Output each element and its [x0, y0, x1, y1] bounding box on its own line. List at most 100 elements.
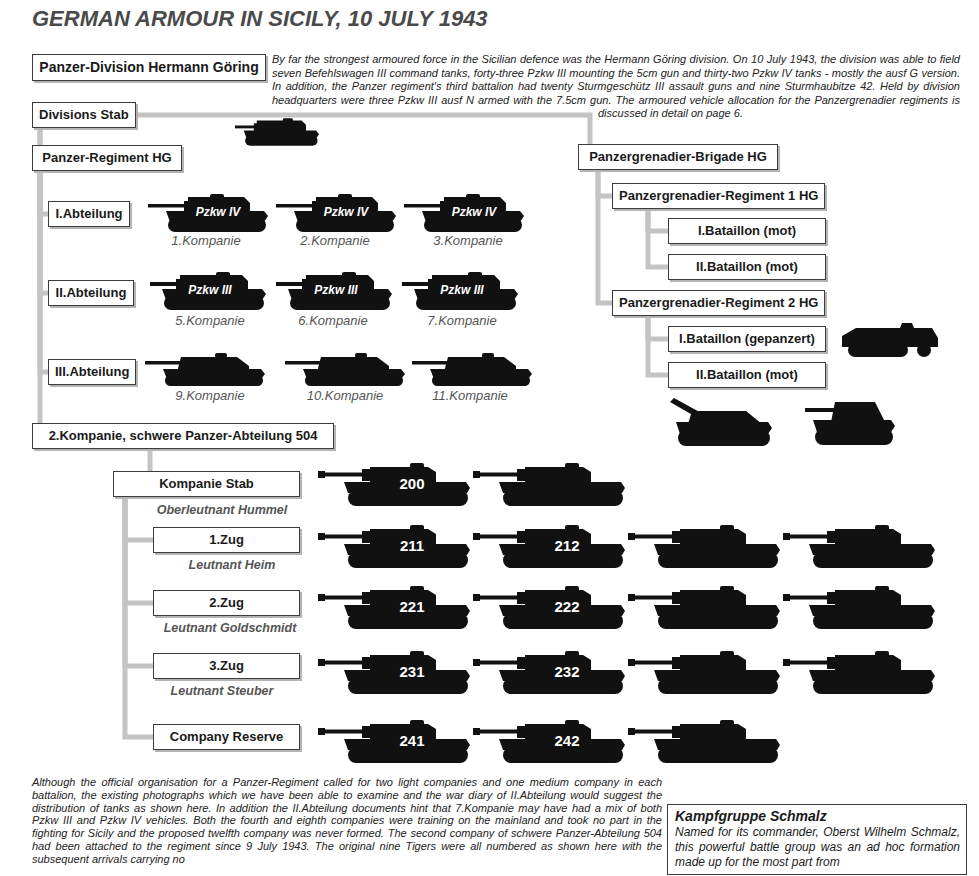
- note-paragraph: By far the strongest armoured force in t…: [272, 53, 960, 137]
- tiger-silhouette: [318, 586, 470, 629]
- tank-number: 231: [399, 663, 424, 680]
- tiger-silhouette: [628, 525, 780, 568]
- unit-name: Kampfgruppe Schmalz: [675, 808, 960, 825]
- officer-name: Leutnant Heim: [189, 558, 276, 573]
- tiger-silhouette: [318, 463, 470, 506]
- unit-name: I.Bataillon (gepanzert): [675, 331, 819, 347]
- tank-type-label: Pzkw IV: [452, 205, 497, 219]
- unit-box: I.Bataillon (mot): [668, 218, 826, 244]
- unit-box: Panzer-Division Hermann Göring: [32, 54, 266, 81]
- company-label: 2.Kompanie: [300, 233, 369, 248]
- pzkw-iv-silhouette: [148, 194, 268, 232]
- tank-number: 221: [399, 598, 424, 615]
- note-text: Named for its commander, Oberst Wilhelm …: [675, 825, 960, 870]
- officer-name: Leutnant Steuber: [171, 684, 274, 699]
- tree-connector: [648, 316, 668, 339]
- unit-name: 2.Zug: [160, 595, 293, 611]
- note-box: Kampfgruppe SchmalzNamed for its command…: [667, 804, 967, 875]
- tree-connector: [648, 316, 668, 375]
- pzkw-iv-silhouette: [404, 194, 524, 232]
- officer-name: Oberleutnant Hummel: [157, 503, 288, 518]
- company-label: 1.Kompanie: [171, 233, 240, 248]
- company-label: 6.Kompanie: [298, 313, 367, 328]
- tank-number: 222: [554, 598, 579, 615]
- tiger-silhouette: [783, 586, 935, 629]
- pzkw-iii-silhouette: [150, 272, 266, 310]
- tree-connector: [125, 497, 153, 666]
- tank-number: 241: [399, 732, 424, 749]
- unit-name: Panzer-Regiment HG: [39, 150, 175, 166]
- tree-connector: [136, 115, 590, 144]
- pzkw-iv-silhouette: [276, 194, 396, 232]
- unit-box: Panzergrenadier-Regiment 1 HG: [612, 183, 825, 209]
- tank-type-label: Pzkw IV: [196, 205, 241, 219]
- company-label: 5.Kompanie: [175, 313, 244, 328]
- command-tank: [235, 118, 319, 146]
- unit-name: II.Bataillon (mot): [675, 367, 819, 383]
- wrap-spacer: [272, 107, 598, 137]
- unit-name: 1.Zug: [160, 532, 293, 548]
- tree-connector: [125, 497, 153, 603]
- company-label: 11.Kompanie: [432, 388, 508, 403]
- unit-name: Panzergrenadier-Regiment 2 HG: [619, 295, 818, 311]
- unit-box: Divisions Stab: [32, 102, 136, 128]
- unit-name: Company Reserve: [160, 729, 293, 745]
- tree-connector: [148, 449, 153, 471]
- tiger-silhouette: [628, 720, 780, 763]
- unit-name: Kompanie Stab: [120, 476, 293, 492]
- company-label: 10.Kompanie: [307, 388, 384, 403]
- unit-box: I.Bataillon (gepanzert): [668, 326, 826, 352]
- tank-number: 211: [400, 537, 424, 554]
- pzkw-iii-silhouette: [276, 272, 392, 310]
- unit-box: 1.Zug: [153, 527, 300, 553]
- self-propelled-gun: [805, 402, 895, 445]
- company-label: 7.Kompanie: [427, 313, 496, 328]
- unit-name: Panzergrenadier-Regiment 1 HG: [619, 188, 818, 204]
- unit-box: I.Abteilung: [48, 201, 130, 227]
- unit-box: Panzergrenadier-Regiment 2 HG: [612, 290, 825, 316]
- unit-box: 2.Kompanie, schwere Panzer-Abteilung 504: [32, 423, 334, 449]
- tank-number: 200: [399, 475, 424, 492]
- assault-gun-silhouette: [145, 353, 265, 386]
- unit-name: 3.Zug: [160, 658, 293, 674]
- unit-box: Panzergrenadier-Brigade HG: [578, 144, 778, 170]
- unit-name: II.Bataillon (mot): [675, 259, 819, 275]
- halftrack-silhouette: [842, 323, 938, 357]
- tank-number: 242: [554, 732, 579, 749]
- unit-name: Panzer-Division Hermann Göring: [39, 59, 259, 76]
- unit-box: Company Reserve: [153, 724, 300, 750]
- tiger-silhouette: [783, 651, 935, 694]
- unit-box: Kompanie Stab: [113, 471, 300, 497]
- unit-box: II.Bataillon (mot): [668, 254, 826, 280]
- unit-name: Divisions Stab: [39, 107, 129, 123]
- unit-box: III.Abteilung: [48, 359, 136, 385]
- tiger-silhouette: [318, 525, 470, 568]
- officer-name: Leutnant Goldschmidt: [164, 621, 297, 636]
- unit-name: III.Abteilung: [55, 364, 129, 380]
- tank-type-label: Pzkw IV: [324, 205, 369, 219]
- tiger-silhouette: [783, 525, 935, 568]
- tiger-silhouette: [473, 720, 625, 763]
- company-label: 9.Kompanie: [175, 388, 244, 403]
- unit-name: I.Abteilung: [55, 206, 123, 222]
- tiger-silhouette: [473, 525, 625, 568]
- unit-name: Panzergrenadier-Brigade HG: [585, 149, 771, 165]
- unit-box: Panzer-Regiment HG: [32, 145, 182, 171]
- assault-gun-silhouette: [285, 353, 405, 386]
- tank-type-label: Pzkw III: [440, 283, 483, 297]
- tank-number: 212: [554, 537, 579, 554]
- pzkw-iii-silhouette: [402, 272, 518, 310]
- unit-box: 2.Zug: [153, 590, 300, 616]
- tiger-silhouette: [473, 651, 625, 694]
- self-propelled-gun: [670, 398, 772, 446]
- unit-name: II.Abteilung: [55, 285, 127, 301]
- tank-type-label: Pzkw III: [188, 283, 231, 297]
- tiger-silhouette: [318, 720, 470, 763]
- tree-connector: [648, 209, 668, 267]
- tank-type-label: Pzkw III: [314, 283, 357, 297]
- unit-box: 3.Zug: [153, 653, 300, 679]
- tiger-silhouette: [473, 463, 625, 506]
- page-title: GERMAN ARMOUR IN SICILY, 10 JULY 1943: [32, 6, 488, 32]
- note-paragraph: Although the official organisation for a…: [32, 776, 662, 866]
- tiger-silhouette: [628, 651, 780, 694]
